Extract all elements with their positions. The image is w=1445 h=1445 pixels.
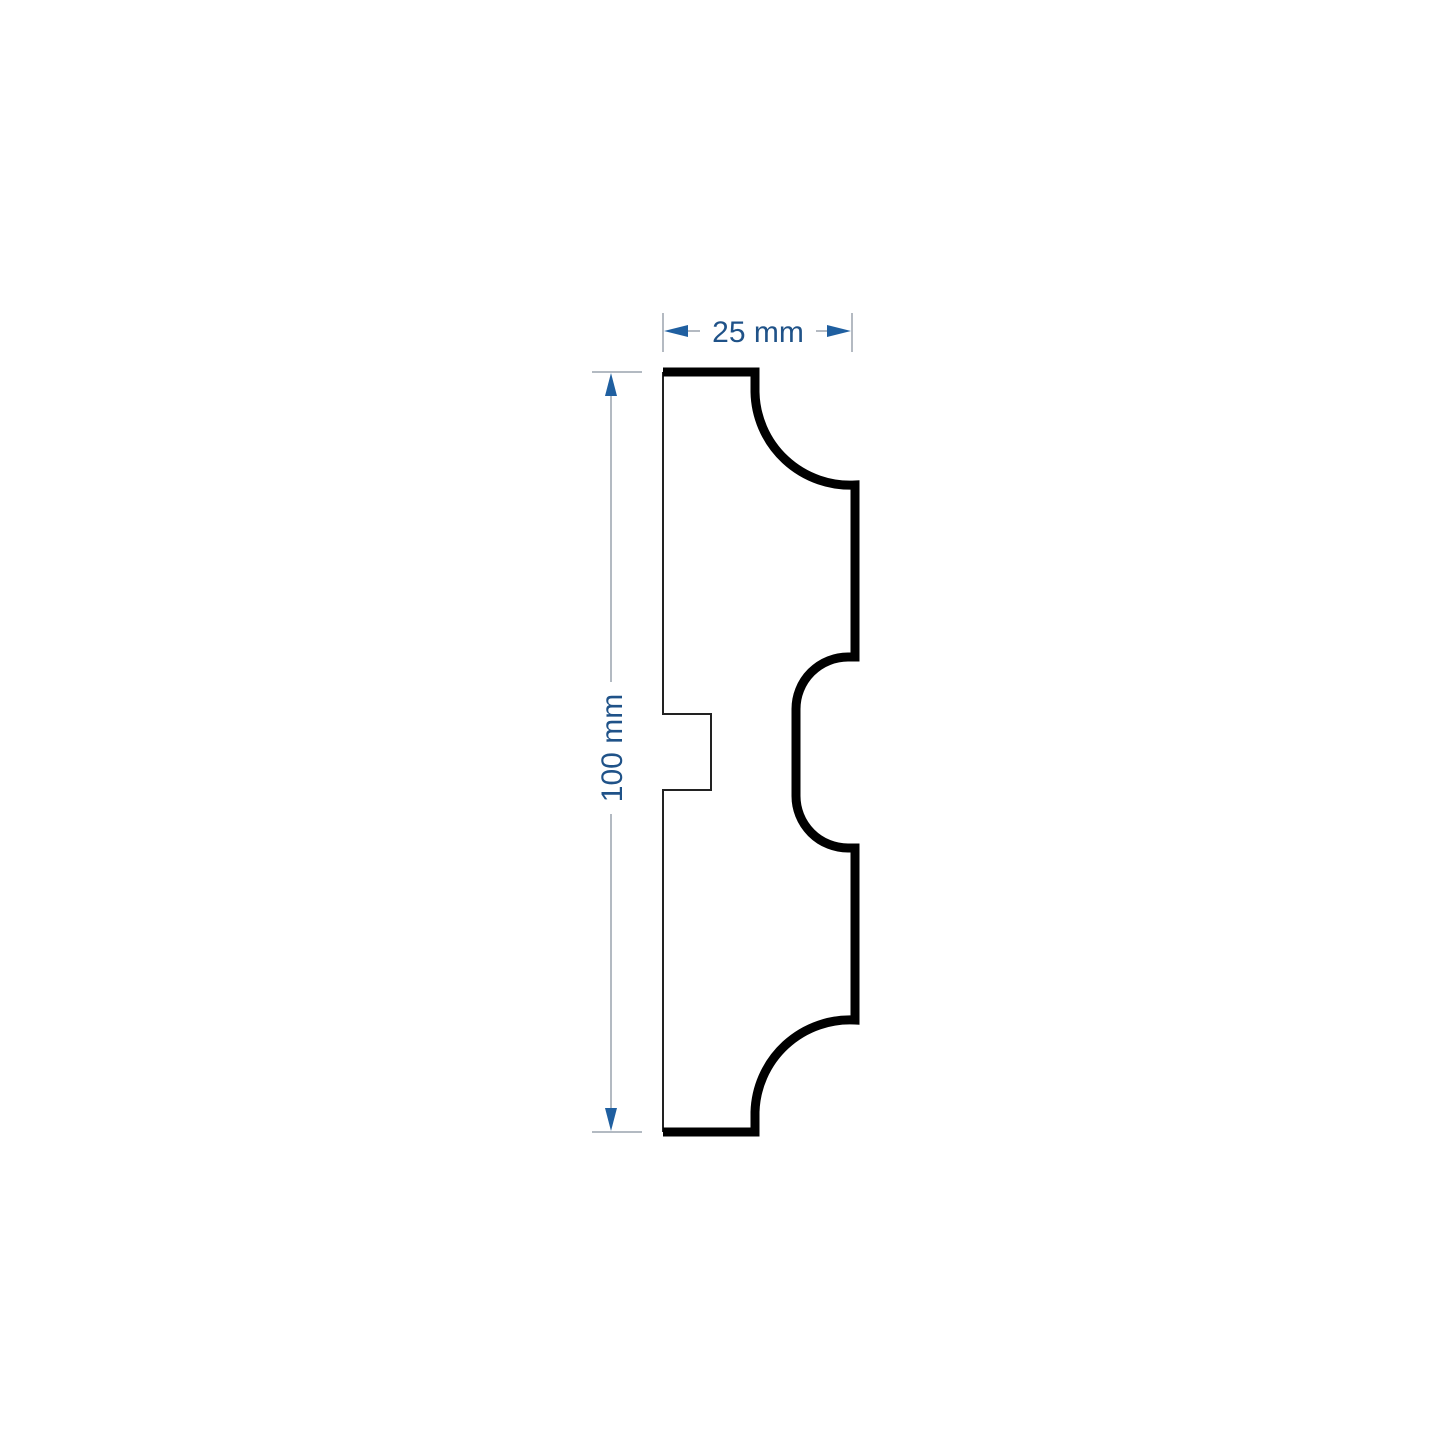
arrow-right-icon [827, 325, 851, 337]
width-dimension: 25 mm [662, 313, 853, 352]
arrow-up-icon [605, 373, 617, 396]
height-label: 100 mm [596, 694, 629, 802]
height-dimension: 100 mm [592, 371, 642, 1133]
profile-back-edge [662, 372, 712, 1132]
profile-front-face [663, 367, 860, 1137]
arrow-left-icon [664, 325, 688, 337]
arrow-down-icon [605, 1108, 617, 1131]
width-label: 25 mm [712, 316, 804, 349]
